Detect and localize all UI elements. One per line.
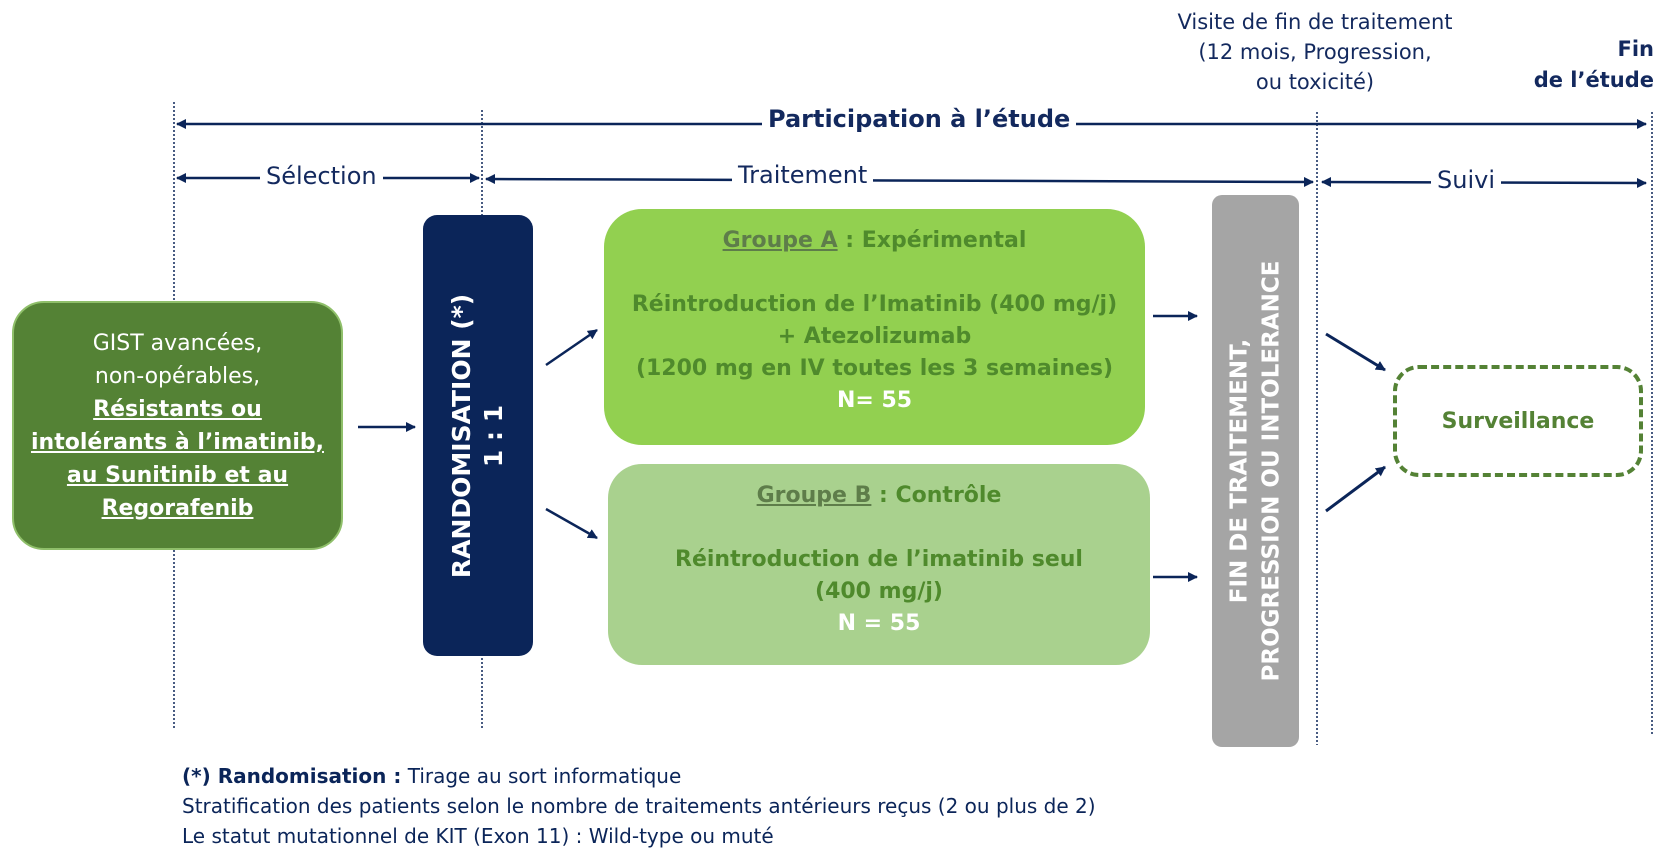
group-b-arm: : Contrôle <box>871 483 1002 508</box>
footnote-line-1: (*) Randomisation : Tirage au sort infor… <box>182 761 681 791</box>
inclusion-line-4: intolérants à l’imatinib, <box>30 429 324 455</box>
randomisation-box: RANDOMISATION (*) 1 : 1 <box>423 215 533 656</box>
inclusion-line-6: Regorafenib <box>101 495 254 521</box>
end-of-study-label: Fin de l’étude <box>1530 34 1654 96</box>
randomisation-label: RANDOMISATION (*) <box>447 293 476 578</box>
group-a-line-3: (1200 mg en IV toutes les 3 semaines) <box>635 356 1114 381</box>
inclusion-line-2: non-opérables, <box>94 363 261 389</box>
inclusion-criteria-box: GIST avancées, non-opérables, Résistants… <box>12 301 343 550</box>
footnote-line-3: Le statut mutationnel de KIT (Exon 11) :… <box>182 824 774 848</box>
end-box-line-1: FIN DE TRAITEMENT, <box>1226 338 1253 604</box>
end-of-treatment-text: FIN DE TRAITEMENT, PROGRESSION OU INTOLE… <box>1224 261 1288 682</box>
surveillance-label: Surveillance <box>1441 408 1595 434</box>
group-b-n: N = 55 <box>837 611 921 636</box>
group-b-line-2: (400 mg/j) <box>815 579 943 604</box>
surveillance-box: Surveillance <box>1393 365 1643 477</box>
group-b-box: Groupe B : Contrôle Réintroduction de l’… <box>608 464 1150 665</box>
end-visit-line-2: (12 mois, Progression, <box>1198 40 1432 64</box>
group-b-name: Groupe B <box>756 483 872 508</box>
randomisation-ratio: 1 : 1 <box>479 404 508 467</box>
end-study-line-1: Fin <box>1617 37 1655 61</box>
inclusion-line-1: GIST avancées, <box>92 330 263 356</box>
selection-label: Sélection <box>260 162 383 190</box>
group-a-arm: : Expérimental <box>837 228 1027 253</box>
follow-up-label: Suivi <box>1431 166 1501 194</box>
footnote-desc: Tirage au sort informatique <box>401 764 682 788</box>
arrow-end-to-surveillance-top <box>1325 332 1386 372</box>
inclusion-line-3: Résistants ou <box>93 396 262 422</box>
arrow-randomisation-to-group-b <box>545 507 598 540</box>
group-a-name: Groupe A <box>722 228 838 253</box>
end-of-treatment-visit-label: Visite de fin de traitement (12 mois, Pr… <box>1170 7 1460 97</box>
end-study-line-2: de l’étude <box>1533 68 1654 92</box>
footnote-title: Randomisation : <box>217 764 402 788</box>
treatment-arrow <box>485 174 1314 187</box>
group-a-box: Groupe A : Expérimental Réintroduction d… <box>604 209 1145 445</box>
end-box-line-2: PROGRESSION OU INTOLERANCE <box>1258 260 1285 682</box>
group-a-line-1: Réintroduction de l’Imatinib (400 mg/j) <box>631 292 1118 317</box>
end-of-treatment-box: FIN DE TRAITEMENT, PROGRESSION OU INTOLE… <box>1212 195 1299 747</box>
arrow-end-to-surveillance-bottom <box>1325 465 1386 513</box>
group-b-title: Groupe B : Contrôle <box>757 480 1002 512</box>
group-b-line-1: Réintroduction de l’imatinib seul <box>675 547 1083 572</box>
inclusion-line-5: au Sunitinib et au <box>66 462 289 488</box>
treatment-label: Traitement <box>732 161 874 189</box>
arrow-randomisation-to-group-a <box>545 328 598 367</box>
end-visit-line-3: ou toxicité) <box>1255 70 1375 94</box>
group-a-title: Groupe A : Expérimental <box>723 225 1027 257</box>
group-a-n: N= 55 <box>836 388 913 413</box>
footnote-marker: (*) <box>182 764 218 788</box>
participation-label: Participation à l’étude <box>762 105 1077 133</box>
randomisation-text: RANDOMISATION (*) 1 : 1 <box>446 293 510 577</box>
footnote-line-2: Stratification des patients selon le nom… <box>182 794 1096 818</box>
group-a-line-2: + Atezolizumab <box>777 324 972 349</box>
end-visit-line-1: Visite de fin de traitement <box>1177 10 1453 34</box>
